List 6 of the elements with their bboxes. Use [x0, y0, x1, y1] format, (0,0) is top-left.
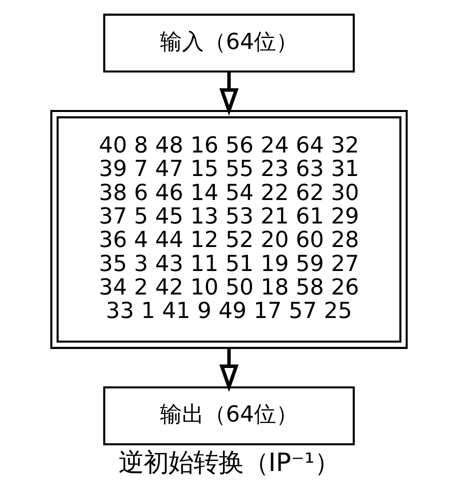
node-box: 输入（64位） — [102, 14, 354, 73]
node-box: 输出（64位） — [102, 386, 354, 446]
node-box: 40 8 48 16 56 24 64 32 39 7 47 15 55 23 63 31 38 6 46 14 54 22 62 30 37 5 45 13 53 21 61 29 36 4 44 12 52 20 60 28 35 3 43 11 51 19 59 27 34 2 42 10 50 18 58 26 33 1 41 9 49 17 57 25 — [50, 110, 408, 349]
arrow — [218, 72, 238, 116]
arrow — [218, 348, 238, 392]
caption: 逆初始转换（IP⁻¹） — [118, 448, 340, 477]
